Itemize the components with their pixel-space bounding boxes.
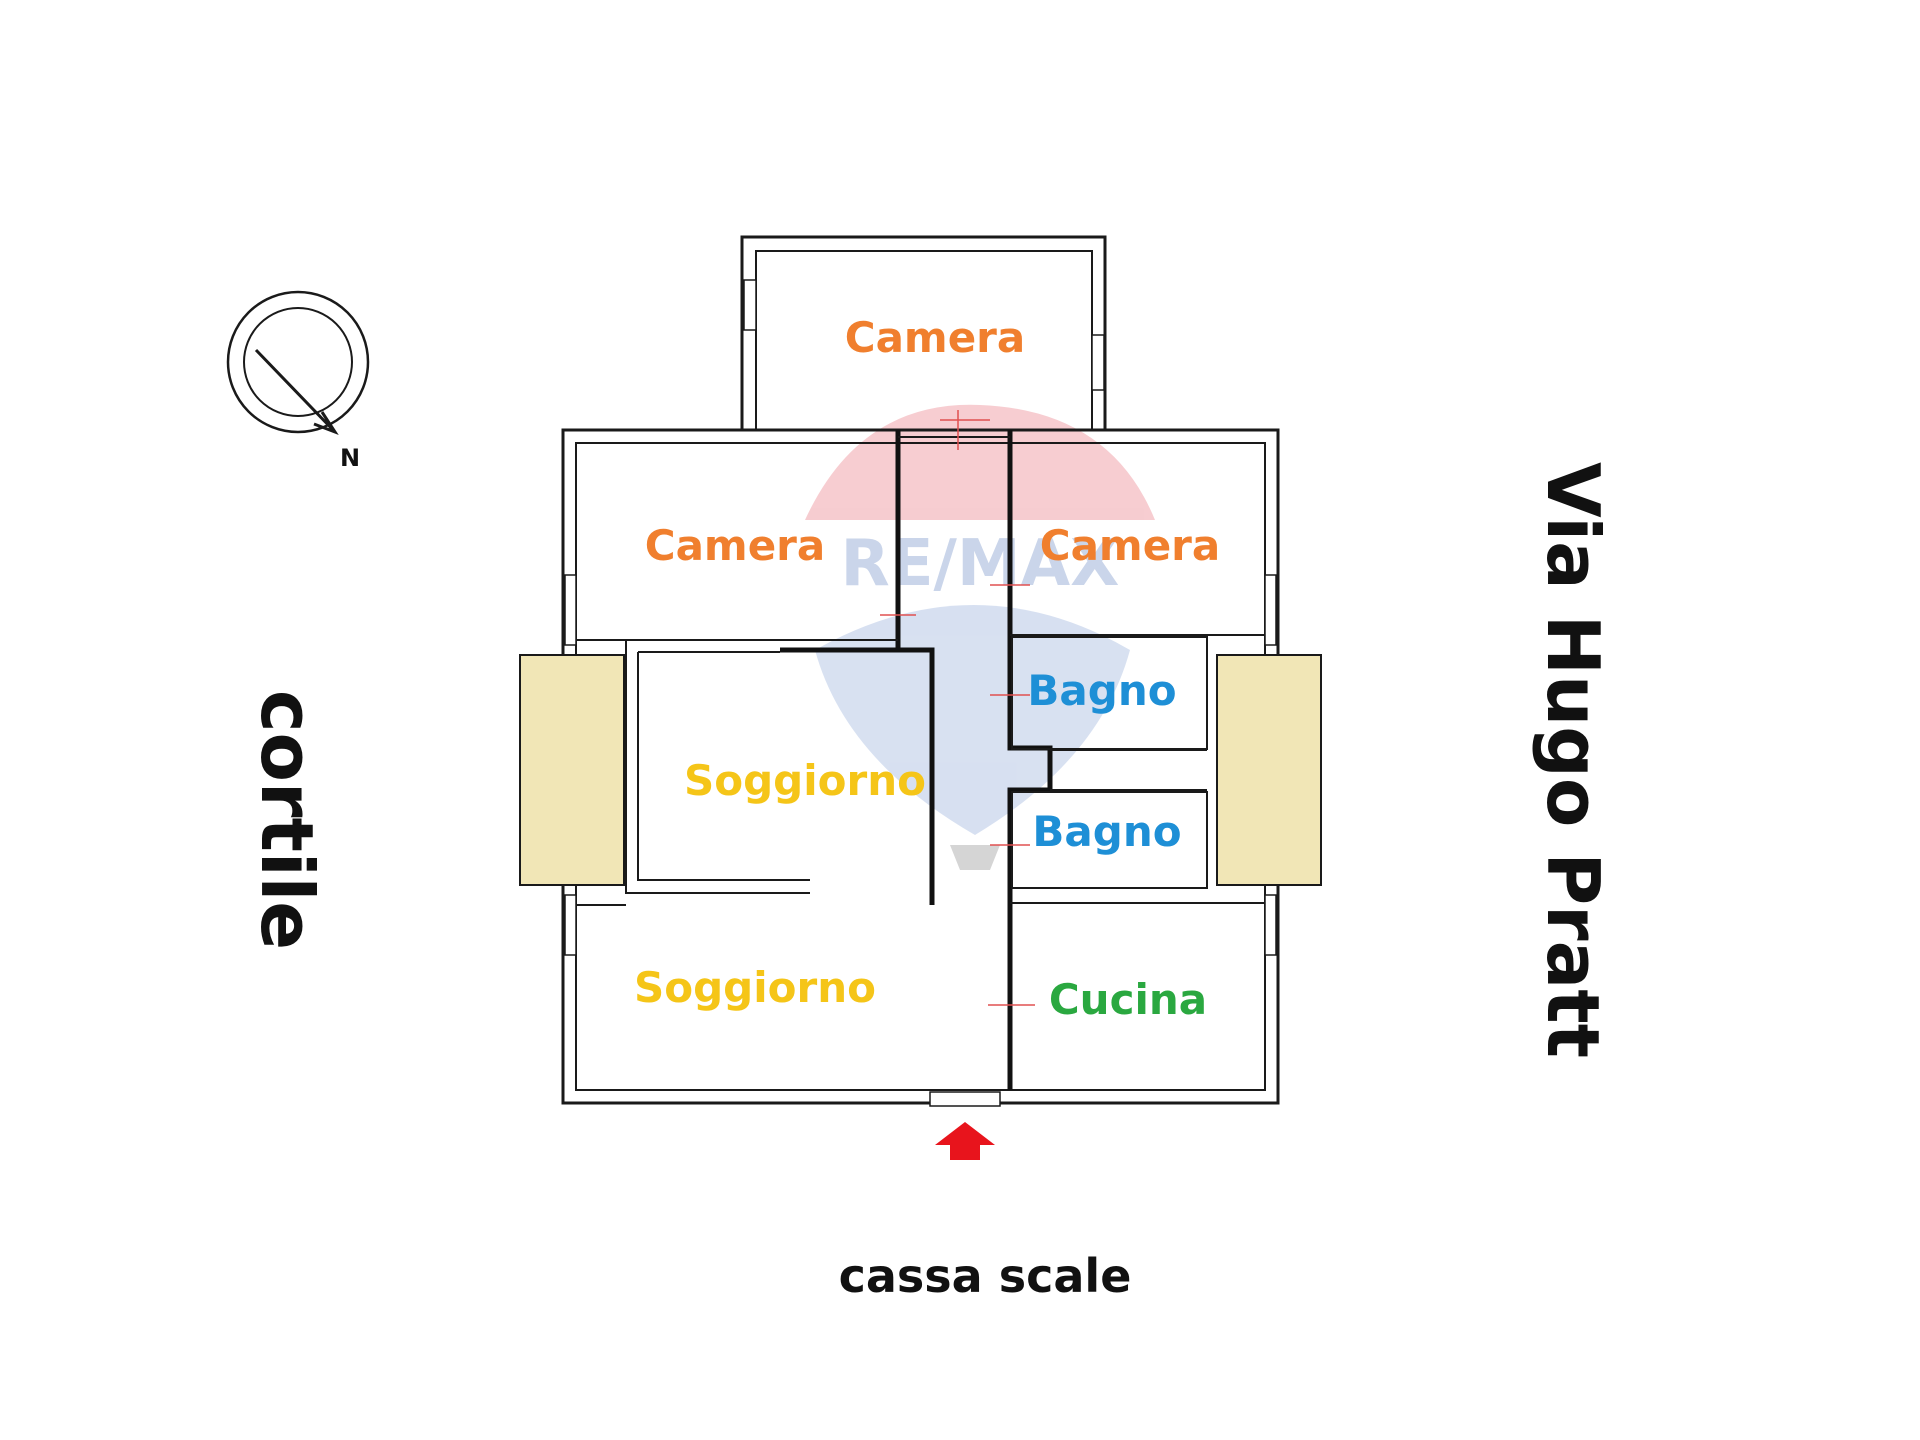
watermark-text: RE/MAX (841, 527, 1120, 601)
window-right-lower (1264, 894, 1277, 956)
room-label-camera-left: Camera (645, 521, 825, 570)
compass-north-label: N (340, 444, 360, 472)
window-left-lower (564, 894, 577, 956)
entrance-arrow-icon (935, 1122, 995, 1160)
room-label-bagno-2: Bagno (1032, 807, 1181, 856)
room-label-soggiorno-upper: Soggiorno (684, 756, 926, 805)
wall-living-upper (625, 640, 810, 894)
room-label-bagno-1: Bagno (1027, 666, 1176, 715)
window-top-right (1091, 334, 1105, 391)
wall-bath-hall (1050, 749, 1207, 791)
compass-icon (226, 290, 370, 436)
label-via-hugo-pratt: Via Hugo Pratt (1531, 462, 1615, 1058)
room-label-camera-top: Camera (845, 313, 1025, 362)
label-cassa-scale: cassa scale (839, 1249, 1132, 1303)
wall-living-upper-inner (637, 651, 810, 881)
balcony-right (1216, 654, 1322, 886)
balcony-left (519, 654, 625, 886)
wall-bath-2 (1011, 791, 1208, 889)
entrance-door (929, 1091, 1001, 1107)
room-label-cucina: Cucina (1049, 975, 1207, 1024)
window-top-left (743, 279, 757, 331)
window-left-upper (564, 574, 577, 646)
label-cortile: cortile (245, 690, 329, 950)
window-right-upper (1264, 574, 1277, 646)
room-label-camera-right: Camera (1040, 521, 1220, 570)
door-mark-top (940, 410, 990, 450)
room-label-soggiorno-lower: Soggiorno (634, 963, 876, 1012)
